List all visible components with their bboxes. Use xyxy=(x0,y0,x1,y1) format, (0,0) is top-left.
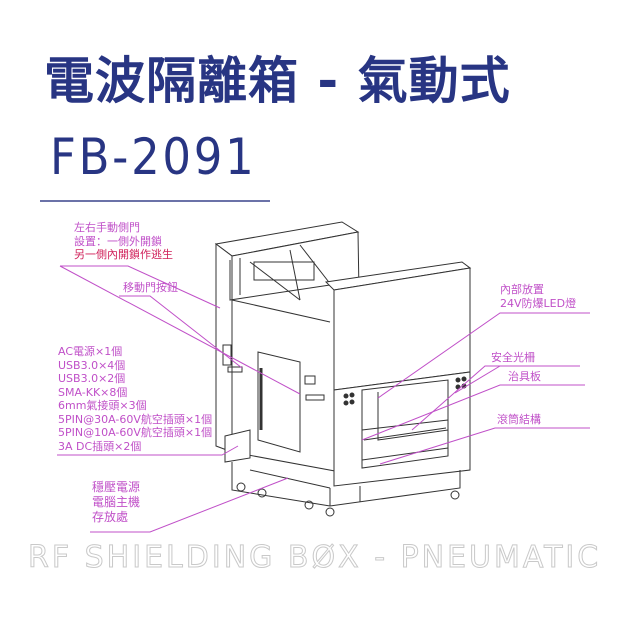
interface-item: 5PIN@30A-60V航空插頭×1個 xyxy=(58,412,213,426)
interface-item: 6mm氣接頭×3個 xyxy=(58,399,147,412)
interface-item: AC電源×1個 xyxy=(58,345,123,358)
callout-fixture-plate: 治具板 xyxy=(508,370,541,383)
footer-tagline: RF SHIELDING BØX - PNEUMATIC xyxy=(27,540,602,576)
model-number: FB-2091 xyxy=(50,128,257,186)
title-divider xyxy=(40,200,270,202)
interface-item: SMA-KK×8個 xyxy=(58,385,128,399)
callout-light-curtain: 安全光柵 xyxy=(491,351,535,364)
callout-interfaces: AC電源×1個 USB3.0×4個 USB3.0×2個 SMA-KK×8個 6m… xyxy=(58,345,212,453)
callout-storage-line2: 電腦主機 xyxy=(92,495,141,509)
callout-door: 左右手動側門 設置：一側外開鎖 另一側內開鎖作逃生 xyxy=(74,221,173,262)
callout-door-button: 移動門按鈕 xyxy=(123,281,178,294)
interface-item: USB3.0×2個 xyxy=(58,372,126,385)
interface-item: 5PIN@10A-60V航空插頭×1個 xyxy=(58,426,213,439)
callout-led-line2: 24V防爆LED燈 xyxy=(500,296,577,310)
page-title: 電波隔離箱 - 氣動式 xyxy=(44,52,511,110)
callout-roller: 滾筒結構 xyxy=(497,413,541,426)
callout-led-line1: 內部放置 xyxy=(500,283,544,296)
callout-door-line1: 左右手動側門 xyxy=(74,221,140,234)
callout-storage-line1: 穩壓電源 xyxy=(92,480,141,494)
callout-door-line2: 設置：一側外開鎖 xyxy=(74,234,162,248)
interface-item: 3A DC插頭×2個 xyxy=(58,439,142,453)
callout-storage: 穩壓電源 電腦主機 存放處 xyxy=(92,480,140,525)
callout-led: 內部放置 24V防爆LED燈 xyxy=(500,283,576,310)
interface-item: USB3.0×4個 xyxy=(58,358,126,372)
callout-storage-line3: 存放處 xyxy=(92,510,129,524)
callout-door-line3: 另一側內開鎖作逃生 xyxy=(74,248,173,261)
